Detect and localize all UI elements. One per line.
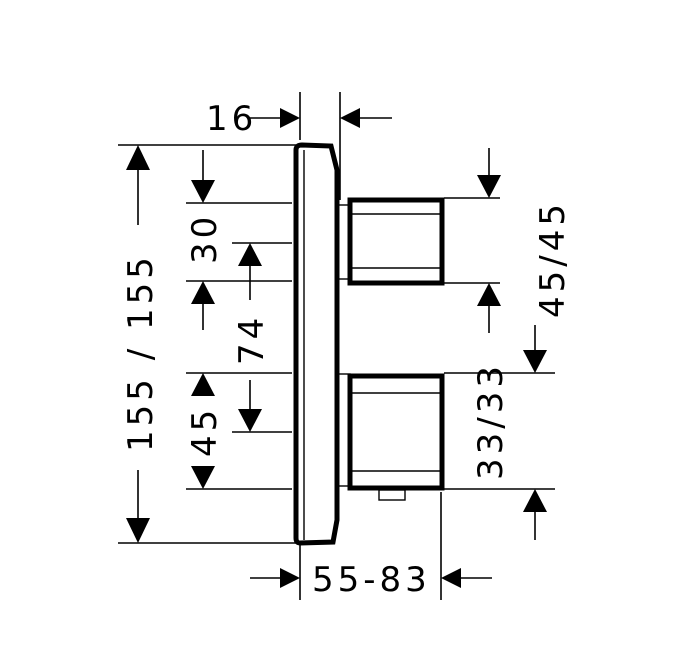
dim-74: 74 xyxy=(232,314,272,365)
dimension-arrows xyxy=(126,108,547,588)
dim-155-155: 155 / 155 xyxy=(121,253,161,452)
top-handle xyxy=(337,197,445,286)
dim-16: 16 xyxy=(206,99,257,139)
dim-45: 45 xyxy=(185,406,225,457)
bottom-handle xyxy=(337,373,445,501)
dim-33-33: 33/33 xyxy=(471,362,511,480)
dim-30: 30 xyxy=(185,213,225,264)
dim-45-45: 45/45 xyxy=(533,200,573,318)
cover-plate xyxy=(293,142,340,546)
dim-55-83: 55-83 xyxy=(312,560,431,600)
extension-lines xyxy=(118,92,555,600)
